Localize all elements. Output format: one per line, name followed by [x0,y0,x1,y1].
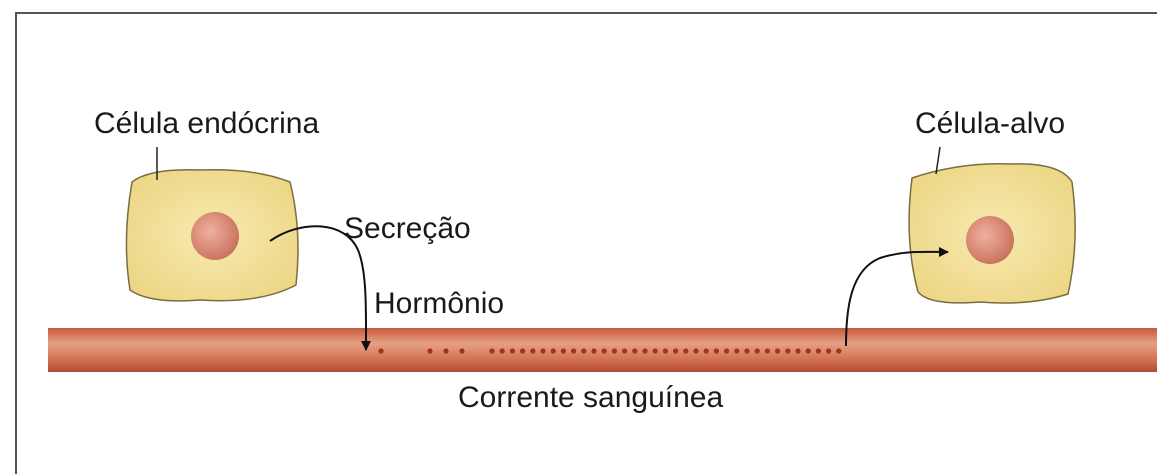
hormone-dot [734,348,739,353]
secretion-label: Secreção [344,212,471,245]
hormone-dot [500,348,505,353]
hormone-dot [673,348,678,353]
hormone-dot [806,348,811,353]
hormone-dot [571,348,576,353]
hormone-dot [714,348,719,353]
hormone-dot [785,348,790,353]
endocrine-cell-nucleus [191,212,239,260]
hormone-dot [581,348,586,353]
hormone-dot [653,348,658,353]
hormone-dot [561,348,566,353]
hormone-dot [826,348,831,353]
hormone-dot [459,348,464,353]
hormone-dot [836,348,841,353]
endocrine-cell-label: Célula endócrina [94,107,319,140]
hormone-dot [427,348,432,353]
hormone-dot [755,348,760,353]
hormone-dot [775,348,780,353]
hormone-dot [540,348,545,353]
target-cell-label: Célula-alvo [915,107,1065,140]
hormone-dot [622,348,627,353]
hormone-dot [704,348,709,353]
hormone-dot [378,348,383,353]
hormone-dot [724,348,729,353]
hormone-dot [551,348,556,353]
hormone-dot [489,348,494,353]
hormone-dot [744,348,749,353]
hormone-dot [663,348,668,353]
hormone-dot [795,348,800,353]
hormone-dot [765,348,770,353]
hormone-dot [632,348,637,353]
hormone-dot [591,348,596,353]
hormone-dot [530,348,535,353]
hormone-dot [602,348,607,353]
hormone-dot [510,348,515,353]
hormone-dot [443,348,448,353]
hormone-label: Hormônio [374,287,504,320]
hormone-dot [693,348,698,353]
bloodstream-label: Corrente sanguínea [458,381,723,414]
hormone-dot [642,348,647,353]
hormone-dot [612,348,617,353]
hormone-dot [520,348,525,353]
endocrine-cell [126,170,298,301]
target-cell [909,164,1075,303]
hormone-dot [816,348,821,353]
target-cell-nucleus [966,216,1014,264]
hormone-dot [683,348,688,353]
